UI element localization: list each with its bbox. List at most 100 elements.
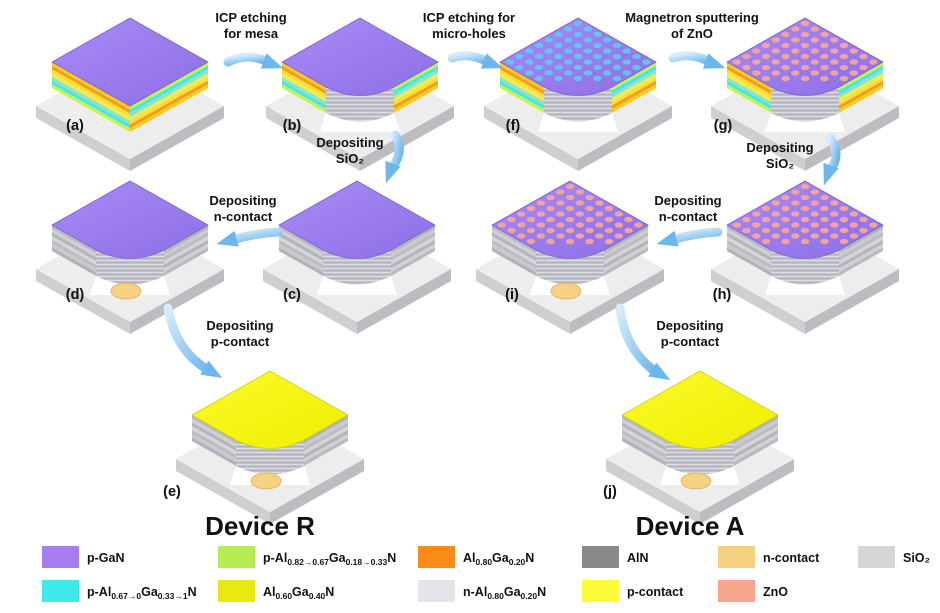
micro-hole bbox=[614, 211, 623, 217]
micro-hole bbox=[800, 183, 810, 190]
arrow-f-g-shaft bbox=[668, 51, 715, 67]
micro-hole bbox=[603, 48, 612, 54]
micro-hole bbox=[791, 70, 800, 76]
micro-hole bbox=[781, 227, 790, 234]
legend-label: Al0.60Ga0.40N bbox=[263, 585, 334, 601]
legend-swatch bbox=[418, 546, 455, 568]
micro-hole bbox=[583, 48, 592, 54]
micro-hole bbox=[544, 48, 553, 54]
micro-hole bbox=[771, 233, 780, 239]
micro-hole bbox=[526, 216, 536, 223]
micro-hole bbox=[573, 75, 583, 82]
micro-hole bbox=[771, 59, 780, 65]
micro-hole bbox=[791, 48, 800, 54]
micro-hole bbox=[869, 59, 878, 65]
legend-swatch bbox=[582, 580, 619, 602]
layer-left bbox=[52, 65, 130, 114]
legend-label: n-contact bbox=[763, 551, 820, 565]
micro-hole bbox=[573, 20, 583, 27]
micro-hole bbox=[622, 48, 631, 54]
micro-hole bbox=[820, 75, 829, 82]
micro-hole bbox=[583, 59, 592, 65]
micro-hole bbox=[810, 59, 819, 65]
mesa-wall bbox=[544, 87, 612, 122]
micro-hole bbox=[585, 227, 594, 234]
micro-hole bbox=[791, 59, 800, 65]
micro-hole bbox=[830, 211, 839, 217]
micro-hole bbox=[546, 238, 555, 245]
step-icp-mesa-line2: for mesa bbox=[224, 26, 279, 41]
substrate-right bbox=[360, 106, 454, 171]
legend-swatch bbox=[582, 546, 619, 568]
mesa-wall bbox=[96, 250, 164, 285]
micro-hole bbox=[564, 70, 573, 76]
device-a-title: Device A bbox=[636, 511, 745, 541]
micro-hole bbox=[781, 205, 790, 212]
substrate-right bbox=[700, 459, 794, 524]
micro-hole bbox=[800, 194, 810, 201]
micro-hole bbox=[810, 37, 819, 43]
micro-hole bbox=[544, 37, 553, 43]
micro-hole bbox=[556, 189, 565, 195]
micro-hole bbox=[593, 42, 602, 49]
substrate-right bbox=[805, 106, 899, 171]
legend-swatch bbox=[218, 580, 255, 602]
micro-hole bbox=[752, 222, 761, 228]
step-sio2-a-line2: SiO₂ bbox=[766, 156, 794, 171]
device-g bbox=[711, 17, 899, 171]
micro-hole bbox=[820, 42, 829, 49]
legend-swatch bbox=[718, 546, 755, 568]
micro-hole bbox=[614, 222, 623, 228]
panel-label-j: (j) bbox=[603, 484, 617, 500]
device-h bbox=[711, 180, 899, 334]
micro-hole bbox=[800, 20, 810, 27]
micro-hole bbox=[869, 222, 878, 228]
legend-label: ZnO bbox=[763, 585, 788, 599]
micro-hole bbox=[536, 222, 545, 228]
panel-label-d: (d) bbox=[66, 287, 85, 303]
micro-hole bbox=[830, 222, 839, 228]
panel-label-c: (c) bbox=[283, 287, 301, 303]
micro-hole bbox=[839, 53, 849, 60]
panel-label-g: (g) bbox=[714, 118, 733, 134]
micro-hole bbox=[554, 42, 563, 49]
micro-hole bbox=[820, 64, 829, 71]
panel-label-b: (b) bbox=[283, 118, 302, 134]
arrow-h-i-head bbox=[656, 230, 679, 247]
micro-hole bbox=[761, 227, 771, 234]
arrow-c-d-head bbox=[216, 230, 239, 247]
micro-hole bbox=[820, 205, 829, 212]
micro-hole bbox=[800, 227, 810, 234]
panel-label-h: (h) bbox=[713, 287, 732, 303]
substrate-right bbox=[357, 269, 451, 334]
micro-hole bbox=[810, 70, 819, 76]
layer-left bbox=[52, 76, 130, 125]
device-r-title: Device R bbox=[205, 511, 315, 541]
mesa-wall bbox=[326, 87, 394, 122]
micro-hole bbox=[534, 75, 544, 82]
micro-hole bbox=[742, 227, 751, 234]
micro-hole bbox=[800, 42, 810, 49]
legend-swatch bbox=[42, 546, 79, 568]
micro-hole bbox=[575, 189, 584, 195]
micro-hole bbox=[595, 222, 604, 228]
step-icp-mesa-line1: ICP etching bbox=[215, 10, 286, 25]
substrate-right bbox=[130, 269, 224, 334]
micro-hole bbox=[593, 31, 602, 38]
step-sio2-a-line1: Depositing bbox=[746, 140, 813, 155]
micro-hole bbox=[761, 75, 771, 82]
micro-hole bbox=[839, 42, 849, 49]
micro-hole bbox=[534, 53, 544, 60]
micro-hole bbox=[820, 53, 829, 60]
micro-hole bbox=[752, 233, 761, 239]
micro-hole bbox=[859, 227, 868, 234]
micro-hole bbox=[810, 222, 819, 228]
micro-hole bbox=[771, 37, 780, 43]
micro-hole bbox=[526, 227, 536, 234]
step-pcontact-a-line2: p-contact bbox=[661, 334, 720, 349]
micro-hole bbox=[544, 70, 553, 76]
top-surface bbox=[281, 17, 439, 96]
micro-hole bbox=[830, 200, 839, 206]
substrate-left bbox=[711, 269, 805, 334]
micro-hole bbox=[830, 37, 839, 43]
